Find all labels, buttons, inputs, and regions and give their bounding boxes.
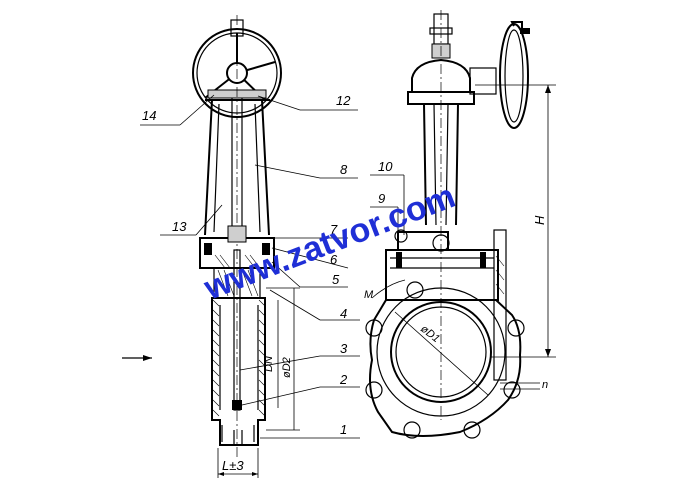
d2-label: øD2 (281, 357, 293, 378)
leader-13 (195, 204, 223, 236)
label-14: 14 (142, 108, 156, 123)
label-9: 9 (378, 191, 385, 206)
bore-circle (390, 301, 492, 403)
l-label: L±3 (222, 458, 244, 473)
bolt-hole (365, 319, 383, 337)
n-label: n (542, 379, 548, 391)
bolt-hole (403, 421, 421, 439)
bolt-hole (507, 319, 525, 337)
leader-lines (140, 94, 405, 439)
body-bore (219, 305, 259, 410)
body-outer-circle (376, 287, 506, 417)
label-8: 8 (340, 162, 348, 177)
valve-body (211, 297, 266, 446)
label-7: 7 (330, 222, 338, 237)
bolt-hole (463, 421, 481, 439)
bolt-hole (365, 381, 383, 399)
flow-arrow-head (143, 355, 152, 361)
left-section-view (122, 15, 300, 478)
m-arc (371, 279, 406, 299)
bolt-right (480, 252, 486, 268)
h-label: H (532, 215, 547, 225)
valve-body-right (369, 299, 522, 437)
coupling-pin (394, 229, 408, 243)
leader-2 (241, 386, 321, 406)
bolt-hole (406, 281, 424, 299)
wheel-grip (520, 28, 530, 34)
label-1: 1 (340, 422, 347, 437)
leader-4 (269, 289, 321, 321)
label-13: 13 (172, 219, 187, 234)
stem-right-view (433, 103, 449, 226)
bonnet-lines (390, 257, 494, 269)
body-hatch-right (258, 299, 266, 417)
body-hatch-left (212, 299, 220, 417)
seat-ring (232, 400, 242, 410)
packing-hatch-2 (217, 269, 259, 297)
label-4: 4 (340, 306, 347, 321)
label-6: 6 (330, 252, 338, 267)
leader-5 (271, 261, 301, 288)
label-5: 5 (332, 272, 340, 287)
leader-12 (257, 95, 301, 111)
label-12: 12 (336, 93, 351, 108)
label-10: 10 (378, 159, 393, 174)
gate-hatch (495, 255, 505, 295)
label-2: 2 (339, 372, 348, 387)
yoke-right (423, 103, 459, 226)
part-labels: 14 12 8 13 7 6 5 4 3 2 1 10 9 (142, 93, 393, 437)
yoke-inner (213, 103, 261, 233)
leader-14 (179, 94, 215, 126)
stem-coupling (227, 225, 247, 243)
bolt-hole (503, 381, 521, 399)
bolt-head (262, 243, 270, 255)
wheel-handle (510, 21, 523, 32)
side-handwheel (499, 23, 529, 129)
m-label: M (364, 289, 374, 301)
bolt-head (204, 243, 212, 255)
bolt-right (396, 252, 402, 268)
leader-3 (239, 355, 321, 371)
right-front-view (365, 10, 556, 439)
bottom-slots (221, 425, 255, 445)
leader-8 (254, 164, 321, 179)
label-3: 3 (340, 341, 348, 356)
side-handwheel-inner (504, 29, 524, 123)
bore-inner (395, 306, 487, 398)
bonnet-right (385, 249, 499, 301)
packing-hatch (214, 254, 261, 269)
gate-plate-right (493, 229, 507, 381)
gearbox-side (469, 67, 497, 95)
d1-dim-line (394, 311, 489, 396)
dn-label: DN (263, 356, 275, 372)
leader-6 (271, 247, 349, 269)
d1-label: øD1 (418, 323, 442, 345)
